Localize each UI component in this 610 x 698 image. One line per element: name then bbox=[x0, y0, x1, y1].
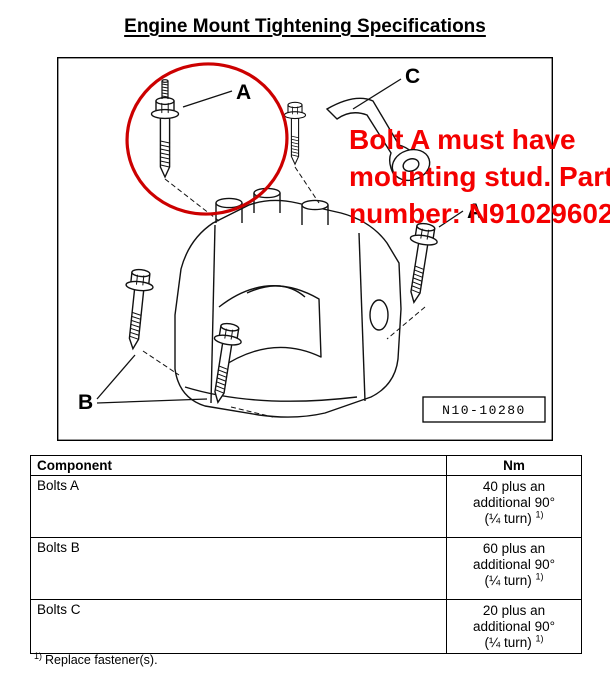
torque-cell: 20 plus an additional 90° (¼ turn) 1) bbox=[446, 599, 582, 654]
footnote-marker: 1) bbox=[34, 650, 43, 661]
torque-line: additional 90° bbox=[473, 557, 555, 572]
table-row: Bolts C 20 plus an additional 90° (¼ tur… bbox=[30, 599, 582, 654]
table-row: Bolts B 60 plus an additional 90° (¼ tur… bbox=[30, 537, 582, 600]
footnote-ref: 1) bbox=[535, 571, 544, 582]
torque-line: (¼ turn) bbox=[484, 511, 532, 526]
label-a-right: A bbox=[467, 200, 482, 223]
torque-spec-table: Component Nm Bolts A 40 plus an addition… bbox=[30, 455, 582, 654]
column-header-component: Component bbox=[30, 455, 447, 476]
column-header-nm: Nm bbox=[446, 455, 582, 476]
bolt-a-with-stud bbox=[150, 79, 180, 178]
diagram-frame bbox=[57, 57, 553, 441]
torque-line: (¼ turn) bbox=[484, 635, 532, 650]
footnote: 1)Replace fastener(s). bbox=[34, 650, 158, 667]
footnote-ref: 1) bbox=[535, 633, 544, 644]
torque-cell: 60 plus an additional 90° (¼ turn) 1) bbox=[446, 537, 582, 600]
table-header-row: Component Nm bbox=[30, 455, 582, 476]
torque-cell: 40 plus an additional 90° (¼ turn) 1) bbox=[446, 475, 582, 538]
torque-line: additional 90° bbox=[473, 495, 555, 510]
torque-line: 40 plus an bbox=[482, 479, 546, 494]
annotation-note: Bolt A must have mounting stud. Part num… bbox=[349, 121, 610, 232]
torque-line: additional 90° bbox=[473, 619, 555, 634]
figure-ref: N10-10280 bbox=[422, 396, 546, 423]
label-c: C bbox=[405, 65, 420, 88]
callout-lines bbox=[96, 78, 464, 404]
engine-mount-drawing: A C A B N10-10280 bbox=[57, 57, 553, 441]
torque-line: 20 plus an bbox=[482, 603, 546, 618]
highlight-circle bbox=[125, 62, 289, 216]
page-title: Engine Mount Tightening Specifications bbox=[0, 16, 610, 38]
bolt-b-left bbox=[118, 267, 156, 351]
pendulum-bracket bbox=[325, 97, 431, 182]
engine-mount-body bbox=[174, 187, 402, 418]
component-cell: Bolts A bbox=[30, 475, 447, 538]
label-b: B bbox=[78, 391, 93, 414]
annotation-line: number: N91029602 bbox=[349, 198, 610, 229]
footnote-ref: 1) bbox=[535, 509, 544, 520]
page-title-text: Engine Mount Tightening Specifications bbox=[124, 16, 486, 37]
engine-mount-diagram: A C A B N10-10280 Bolt A must have mount… bbox=[57, 57, 610, 441]
footnote-text: Replace fastener(s). bbox=[45, 653, 158, 667]
bolt-a-right bbox=[399, 221, 441, 306]
label-a-top: A bbox=[236, 81, 251, 104]
annotation-line: Bolt A must have bbox=[349, 124, 576, 155]
table-row: Bolts A 40 plus an additional 90° (¼ tur… bbox=[30, 475, 582, 538]
torque-line: (¼ turn) bbox=[484, 573, 532, 588]
annotation-line: mounting stud. Part bbox=[349, 161, 610, 192]
figure-ref-number: N10-10280 bbox=[442, 403, 526, 418]
component-cell: Bolts C bbox=[30, 599, 447, 654]
component-cell: Bolts B bbox=[30, 537, 447, 600]
torque-line: 60 plus an bbox=[482, 541, 546, 556]
